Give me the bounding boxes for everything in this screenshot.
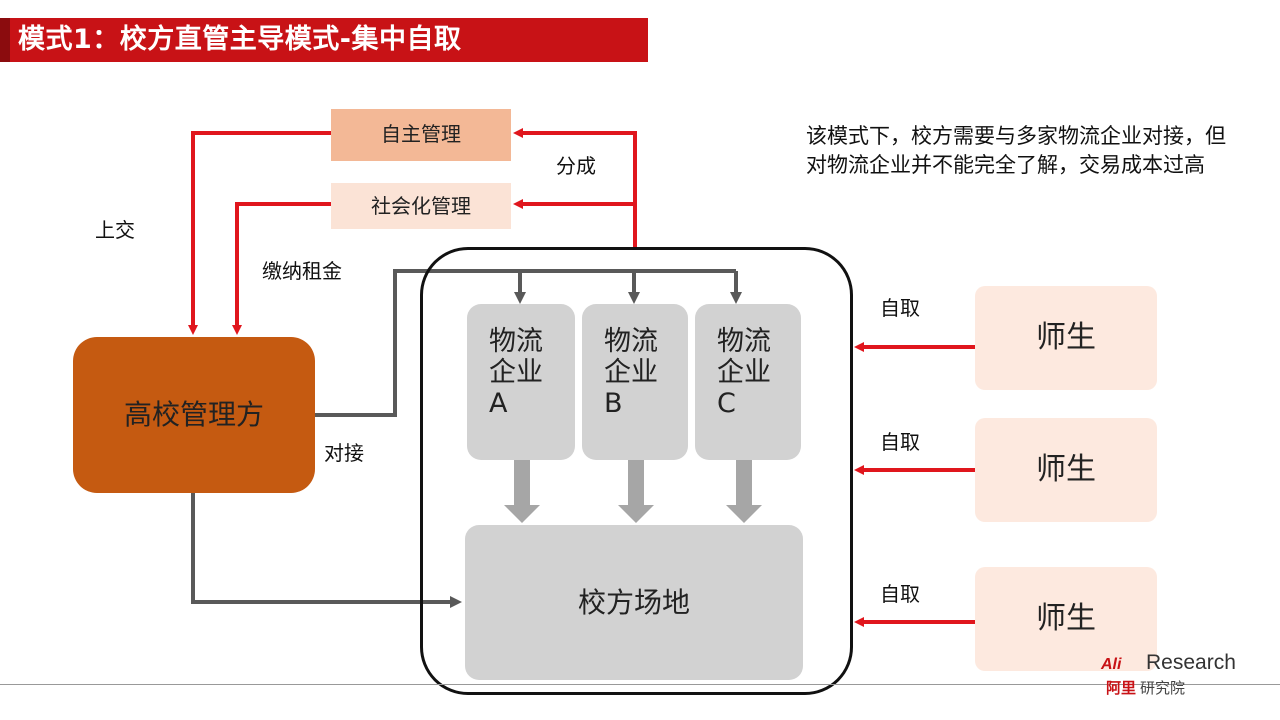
title-bar: 模式1：校方直管主导模式-集中自取 (0, 18, 648, 62)
label-self-pickup-2: 自取 (880, 430, 920, 454)
campus-site-box: 校方场地 (465, 525, 803, 680)
ali-research-logo-mark: Ali (1101, 656, 1122, 673)
teachers-students-box-3: 师生 (975, 567, 1157, 671)
self-management-box: 自主管理 (331, 109, 511, 161)
label-pay-rent: 缴纳租金 (262, 259, 342, 283)
logistics-a-line2: 企业 (489, 357, 543, 388)
arrow-logistics-b-to-site (618, 460, 654, 523)
logistics-b-line3: B (604, 388, 623, 419)
footer-divider (0, 684, 1280, 685)
arrow-hand-in (188, 131, 331, 335)
teachers-students-box-1: 师生 (975, 286, 1157, 390)
logo-ali-text: 阿里 (1106, 679, 1137, 697)
logistics-a-line3: A (489, 388, 508, 419)
logistics-c-line3: C (717, 388, 736, 419)
arrow-admin-to-site (191, 493, 462, 608)
description-text: 该模式下，校方需要与多家物流企业对接，但对物流企业并不能完全了解，交易成本过高 (806, 124, 1226, 177)
teachers-students-box-2: 师生 (975, 418, 1157, 522)
social-management-box: 社会化管理 (331, 183, 511, 229)
logistics-a-line1: 物流 (489, 326, 543, 357)
label-self-pickup-3: 自取 (880, 582, 920, 606)
logistics-c-line2: 企业 (717, 357, 771, 388)
label-self-pickup-1: 自取 (880, 296, 920, 320)
university-admin-box: 高校管理方 (73, 337, 315, 493)
logo-institute-text: 研究院 (1140, 679, 1186, 697)
arrow-revenue-share-self (513, 128, 637, 248)
campus-boundary (420, 247, 853, 695)
arrow-connect (315, 269, 736, 417)
label-revenue-share: 分成 (556, 154, 596, 178)
arrow-logistics-a-to-site (504, 460, 540, 523)
logistics-company-c: 物流 企业 C (695, 304, 801, 460)
label-hand-in: 上交 (95, 218, 135, 242)
logistics-company-b: 物流 企业 B (582, 304, 688, 460)
logistics-b-line1: 物流 (604, 326, 658, 357)
arrow-logistics-c-to-site (726, 460, 762, 523)
label-connect: 对接 (324, 441, 364, 465)
logistics-c-line1: 物流 (717, 326, 771, 357)
logistics-company-a: 物流 企业 A (467, 304, 575, 460)
logo-research-text: Research (1146, 651, 1236, 674)
logistics-b-line2: 企业 (604, 357, 658, 388)
arrow-pay-rent (232, 202, 331, 335)
page-title: 模式1：校方直管主导模式-集中自取 (18, 24, 462, 55)
